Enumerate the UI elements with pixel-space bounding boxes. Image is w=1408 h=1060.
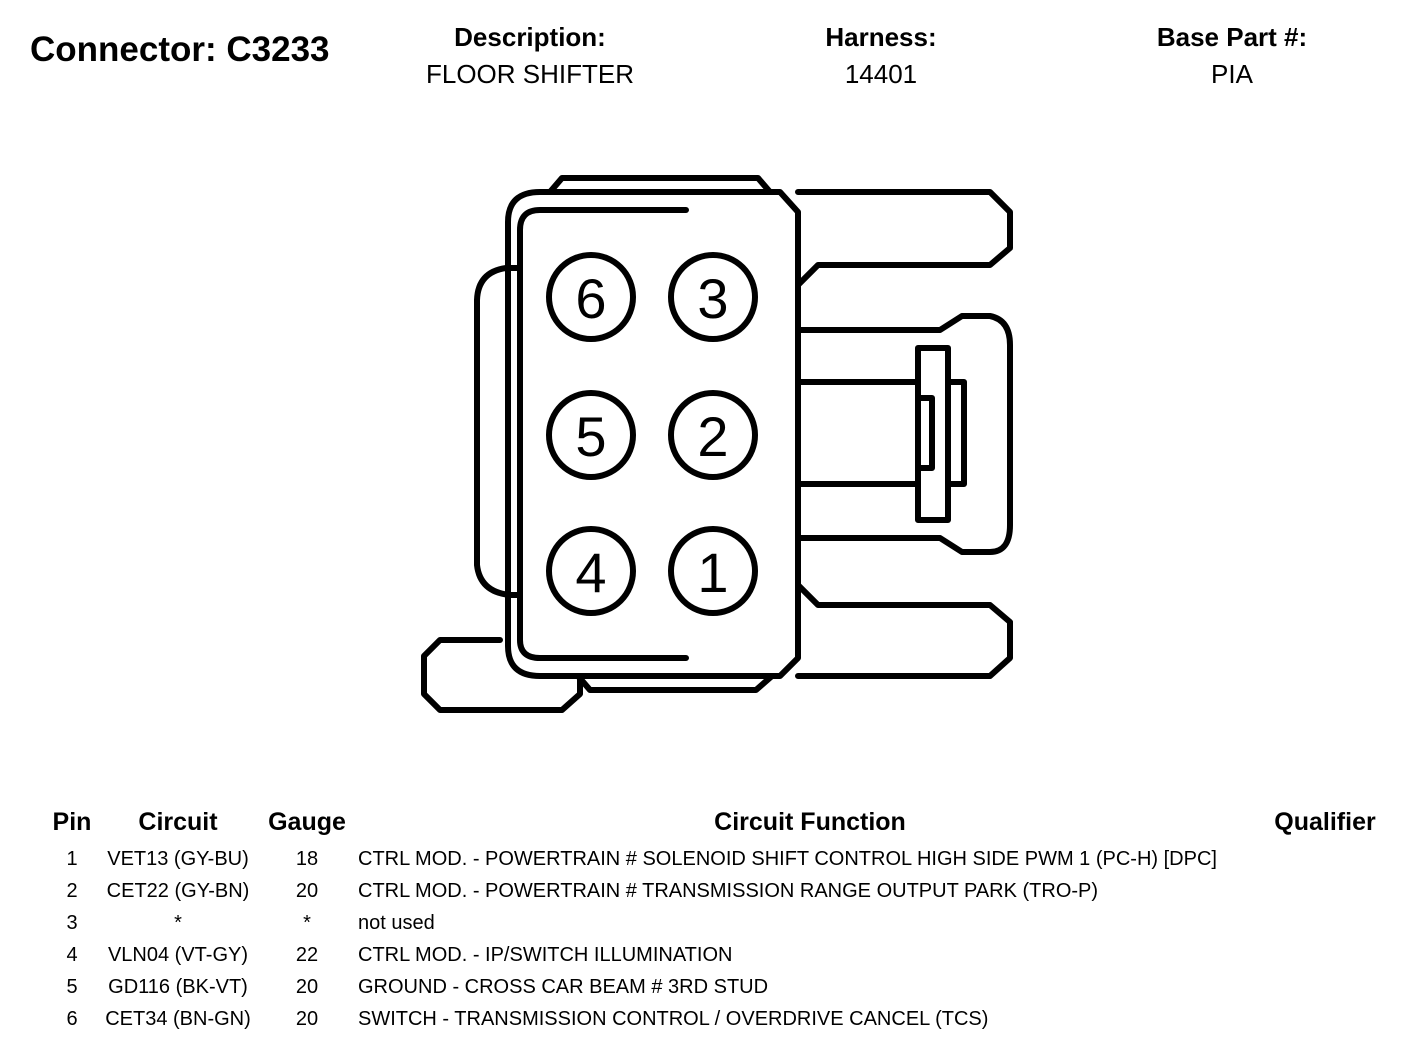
- cell-circuit: VLN04 (VT-GY): [107, 944, 249, 966]
- connector-bottom-right-arm: [795, 582, 1013, 679]
- harness-value: 14401: [844, 59, 918, 89]
- pin-number-1: 1: [697, 541, 728, 604]
- cell-pin: 4: [66, 944, 78, 966]
- table-row: 4 VLN04 (VT-GY) 22 CTRL MOD. - IP/SWITCH…: [0, 944, 1408, 976]
- connector-lock-bar-key: [915, 395, 935, 471]
- column-header-pin: Pin: [52, 808, 92, 836]
- cell-function: CTRL MOD. - IP/SWITCH ILLUMINATION: [358, 944, 733, 966]
- connector-left-bump: [474, 265, 523, 598]
- pin-cavity-1: [668, 526, 758, 616]
- cell-circuit: GD116 (BK-VT): [108, 976, 248, 998]
- pin-cavity-6: [546, 252, 636, 342]
- table-row: 1 VET13 (GY-BU) 18 CTRL MOD. - POWERTRAI…: [0, 848, 1408, 880]
- cell-function: SWITCH - TRANSMISSION CONTROL / OVERDRIV…: [358, 1008, 989, 1030]
- pin-cavity-4: [546, 526, 636, 616]
- description-block: Description: FLOOR SHIFTER: [380, 20, 680, 94]
- base-part-label: Base Part #:: [1156, 22, 1308, 52]
- harness-label: Harness:: [825, 22, 937, 52]
- column-header-gauge: Gauge: [268, 808, 346, 836]
- connector-inner-body: [517, 207, 689, 661]
- pin-cavity-5: [546, 390, 636, 480]
- column-header-circuit: Circuit: [138, 808, 218, 836]
- harness-block: Harness: 14401: [731, 20, 1031, 94]
- pin-cavity-2: [668, 390, 758, 480]
- cell-function: CTRL MOD. - POWERTRAIN # TRANSMISSION RA…: [358, 880, 1099, 902]
- connector-bottom-tab: [575, 673, 775, 693]
- pin-number-5: 5: [575, 405, 606, 468]
- cell-circuit: CET34 (BN-GN): [105, 1008, 251, 1030]
- cell-gauge: 20: [295, 976, 319, 998]
- cell-circuit: *: [174, 912, 182, 934]
- connector-top-tab: [547, 175, 773, 195]
- cell-gauge: 22: [295, 944, 319, 966]
- pin-number-2: 2: [697, 405, 728, 468]
- connector-face-diagram: 6 3 5 2 4 1: [421, 175, 1013, 713]
- table-row: 6 CET34 (BN-GN) 20 SWITCH - TRANSMISSION…: [0, 1008, 1408, 1040]
- connector-bottom-left-latch: [421, 637, 583, 713]
- cell-gauge: 18: [295, 848, 319, 870]
- connector-outer-body: [505, 189, 801, 679]
- pin-cavity-3: [668, 252, 758, 342]
- cell-pin: 1: [66, 848, 78, 870]
- pin-number-3: 3: [697, 267, 728, 330]
- connector-right-middle-latch: [795, 313, 1013, 555]
- description-value: FLOOR SHIFTER: [425, 59, 634, 89]
- connector-top-right-arm: [795, 189, 1013, 288]
- cell-gauge: 20: [295, 880, 319, 902]
- cell-function: not used: [358, 912, 435, 934]
- cell-function: CTRL MOD. - POWERTRAIN # SOLENOID SHIFT …: [358, 848, 1217, 870]
- connector-title: Connector: C3233: [30, 30, 330, 69]
- cell-gauge: *: [303, 912, 311, 934]
- cell-circuit: VET13 (GY-BU): [107, 848, 249, 870]
- cell-pin: 3: [66, 912, 78, 934]
- table-row: 3 * * not used: [0, 912, 1408, 944]
- cell-pin: 5: [66, 976, 78, 998]
- column-header-qualifier: Qualifier: [1274, 808, 1376, 836]
- cell-pin: 6: [66, 1008, 78, 1030]
- base-part-block: Base Part #: PIA: [1082, 20, 1382, 94]
- pin-number-6: 6: [575, 267, 606, 330]
- table-row: 5 GD116 (BK-VT) 20 GROUND - CROSS CAR BE…: [0, 976, 1408, 1008]
- column-header-function: Circuit Function: [714, 808, 906, 836]
- table-row: 2 CET22 (GY-BN) 20 CTRL MOD. - POWERTRAI…: [0, 880, 1408, 912]
- description-label: Description:: [454, 22, 606, 52]
- connector-middle-key-tab: [795, 379, 921, 487]
- cell-pin: 2: [66, 880, 78, 902]
- connector-lock-bar-inner: [945, 379, 967, 487]
- cell-function: GROUND - CROSS CAR BEAM # 3RD STUD: [358, 976, 769, 998]
- cell-gauge: 20: [295, 1008, 319, 1030]
- cell-circuit: CET22 (GY-BN): [106, 880, 250, 902]
- base-part-value: PIA: [1211, 59, 1253, 89]
- pin-number-4: 4: [575, 541, 606, 604]
